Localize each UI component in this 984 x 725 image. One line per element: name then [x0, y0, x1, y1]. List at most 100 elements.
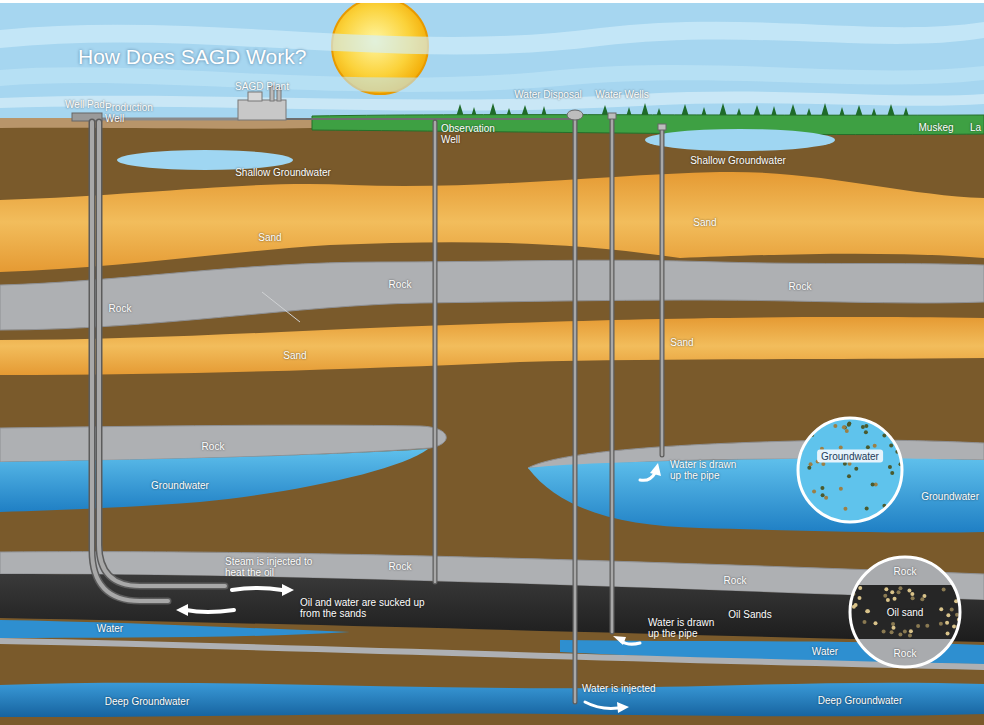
water-wellhead	[658, 124, 666, 130]
label-holder: Sand	[670, 337, 693, 348]
rock-layer	[0, 638, 984, 670]
sagd-plant-building	[248, 92, 262, 101]
sand-grain	[864, 424, 868, 428]
label-holder: Rock	[389, 279, 412, 290]
sand-grain	[857, 596, 861, 600]
layer-label: Water Wells	[595, 89, 648, 100]
arrowhead	[650, 463, 661, 476]
layer-label: SAGD Plant	[235, 81, 289, 92]
layer-label: Rock	[789, 281, 812, 292]
layer-label: Water	[97, 623, 123, 634]
sand-grain	[898, 586, 902, 590]
frame-edge	[0, 0, 984, 3]
label-holder: SAGD Plant	[235, 81, 289, 92]
sand-grain	[820, 486, 824, 490]
zoom-circle-border	[798, 418, 902, 522]
layer-label: Deep Groundwater	[105, 696, 190, 707]
title-holder: How Does SAGD Work?	[78, 45, 306, 68]
arrowhead	[282, 584, 294, 596]
sand-grain	[801, 514, 805, 518]
sand-grain	[939, 622, 943, 626]
water-inject-arrow	[585, 702, 618, 708]
sand-grain	[797, 495, 801, 499]
sand-grain	[839, 487, 843, 491]
sky-streak	[0, 65, 984, 92]
sand-grain	[863, 620, 867, 624]
water-layer	[0, 620, 350, 638]
steam-arrow	[232, 588, 282, 590]
label-holder: Well Pad	[65, 99, 105, 110]
sand-grain	[891, 622, 895, 626]
surface-pipeline	[285, 118, 575, 120]
zoom-circle: RockOil sandRock	[850, 557, 960, 667]
sand-grain	[866, 609, 870, 613]
oil-water-arrow	[186, 610, 234, 612]
layer-label: Rock	[724, 575, 747, 586]
disposal-wellhead	[567, 110, 583, 120]
rock-fault	[262, 292, 300, 322]
sand-grain	[812, 490, 816, 494]
label-holder: Water	[812, 646, 838, 657]
sand-grain	[897, 512, 901, 516]
layer-label: Rock	[202, 441, 225, 452]
layer-label: Water is drawn up the pipe	[648, 617, 722, 639]
layer-label: Rock	[389, 279, 412, 290]
label-holder: Water Disposal	[514, 89, 581, 100]
arrowhead	[176, 604, 188, 616]
layer-label: Oil and water are sucked up from the san…	[300, 597, 428, 619]
label-holder: Production Well	[105, 102, 159, 124]
sand-grain	[821, 462, 825, 466]
sand-layer	[0, 172, 984, 272]
layer-label: Steam is injected to heat the oil	[225, 556, 317, 578]
sand-layer	[0, 317, 984, 375]
zoom-circle-text: Rock	[894, 566, 917, 577]
sand-grain	[891, 626, 895, 630]
layer-label: Water is drawn up the pipe	[670, 459, 744, 481]
sand-grain	[809, 509, 813, 513]
sand-grain	[925, 624, 929, 628]
sand-grain	[893, 597, 897, 601]
disposal-well-pipe	[573, 118, 578, 702]
sand-grain	[865, 609, 869, 613]
sand-grain	[942, 587, 946, 591]
label-holder: Deep Groundwater	[818, 695, 903, 706]
sand-grain	[884, 587, 888, 591]
sagd-plant-building	[238, 100, 286, 120]
layer-label: Water is injected	[582, 683, 656, 694]
arrowhead	[617, 702, 629, 713]
label-holder: Oil and water are sucked up from the san…	[300, 597, 428, 619]
sand-grain	[939, 607, 943, 611]
label-holder: Rock	[789, 281, 812, 292]
water-wellhead	[608, 113, 616, 119]
layer-label: Shallow Groundwater	[235, 167, 331, 178]
sand-grain	[908, 634, 912, 638]
label-holder: Oil Sands	[728, 609, 771, 620]
label-holder: Steam is injected to heat the oil	[225, 556, 317, 578]
zoom-circle-border	[850, 557, 960, 667]
disposal-well-pipe	[574, 118, 577, 702]
sand-grain	[890, 590, 894, 594]
observation-well-pipe	[434, 122, 437, 582]
sand-grain	[952, 625, 956, 629]
label-holder: Shallow Groundwater	[690, 155, 786, 166]
layer-label: Rock	[109, 303, 132, 314]
zoom-circle-text: Oil sand	[887, 607, 924, 618]
sand-grain	[890, 630, 894, 634]
zoom-circle-text: Groundwater	[817, 450, 883, 463]
sand-grain	[858, 586, 862, 590]
shallow-groundwater-lens	[645, 129, 835, 151]
sand-grain	[847, 423, 851, 427]
sand-grain	[882, 630, 886, 634]
sand-grain	[805, 423, 809, 427]
label-holder: Sand	[258, 232, 281, 243]
label-holder: Water is injected	[582, 683, 656, 694]
arrowhead	[613, 636, 626, 645]
sand-grain	[821, 493, 825, 497]
sand-grain	[909, 629, 913, 633]
layer-label: Groundwater	[151, 480, 209, 491]
layer-label: Production Well	[105, 102, 159, 124]
sand-grain	[897, 590, 901, 594]
sand-grain	[911, 596, 915, 600]
layer-label: Sand	[693, 217, 716, 228]
production-well-pipe	[92, 122, 168, 601]
